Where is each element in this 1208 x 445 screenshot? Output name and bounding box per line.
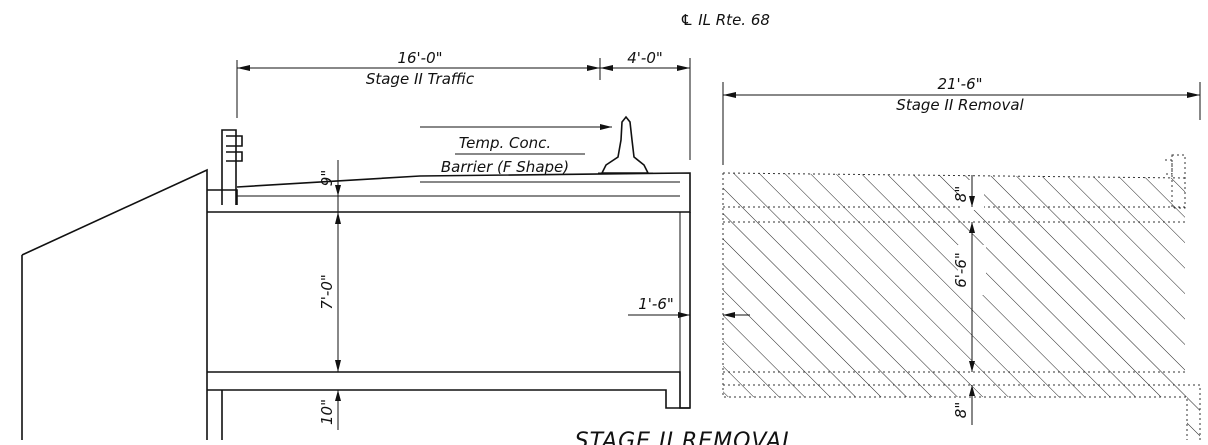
dim-removal-label: Stage II Removal bbox=[896, 96, 1024, 114]
arrow-cl bbox=[677, 65, 690, 71]
dim-removal-value: 21'-6" bbox=[937, 75, 982, 93]
temp-barrier bbox=[600, 115, 650, 174]
arrow-flange bbox=[335, 390, 341, 401]
removal-outline bbox=[722, 172, 1201, 440]
abutment-outline bbox=[21, 168, 238, 440]
callout-arrow bbox=[600, 124, 612, 130]
drawing-title: STAGE II REMOVAL bbox=[575, 429, 796, 445]
existing-section: 16'-0" Stage II Traffic 4'-0" ℄ IL Rte. … bbox=[21, 11, 770, 440]
deck-slab bbox=[236, 172, 691, 213]
arrow-beam-bottom bbox=[335, 360, 341, 372]
removal-hatch-area bbox=[723, 173, 1200, 440]
arrow-edge bbox=[678, 312, 690, 318]
dim-flange-value: 10" bbox=[318, 399, 336, 425]
dim-traffic-label: Stage II Traffic bbox=[366, 70, 475, 88]
deck-underside bbox=[207, 211, 691, 409]
centerline-label: ℄ IL Rte. 68 bbox=[680, 11, 770, 29]
dim-barrier-offset-value: 4'-0" bbox=[627, 49, 663, 67]
barrier-callout-line1: Temp. Conc. bbox=[459, 134, 551, 152]
arrow-removal-top bbox=[969, 196, 975, 207]
removal-section: 21'-6" Stage II Removal 8" 6'-6" 8" bbox=[722, 75, 1201, 440]
barrier-callout-line2: Barrier (F Shape) bbox=[441, 158, 569, 176]
dim-removal-web-value: 6'-6" bbox=[952, 252, 970, 288]
arrow-removal-left bbox=[723, 92, 736, 98]
dim-removal-bottom-value: 8" bbox=[952, 402, 970, 418]
removed-post bbox=[1165, 154, 1186, 209]
arrow-mid bbox=[587, 65, 600, 71]
title-bg bbox=[520, 418, 850, 445]
arrow-beam-top bbox=[335, 212, 341, 224]
arrow-mid-right bbox=[600, 65, 613, 71]
arrow-removal-web-bottom bbox=[969, 361, 975, 372]
dim-deck-value: 9" bbox=[318, 170, 336, 186]
dim-beam-value: 7'-0" bbox=[318, 274, 336, 310]
arrow-removal-right bbox=[1187, 92, 1200, 98]
arrow-removal-edge bbox=[723, 312, 735, 318]
arrow-left bbox=[237, 65, 250, 71]
dim-traffic-value: 16'-0" bbox=[397, 49, 442, 67]
arrow-removal-bottom bbox=[969, 385, 975, 396]
arrow-removal-web-top bbox=[969, 222, 975, 233]
dim-edge-value: 1'-6" bbox=[638, 295, 674, 313]
arrow-deck bbox=[335, 185, 341, 196]
railing-post bbox=[221, 129, 243, 205]
dim-removal-top-value: 8" bbox=[952, 186, 970, 202]
